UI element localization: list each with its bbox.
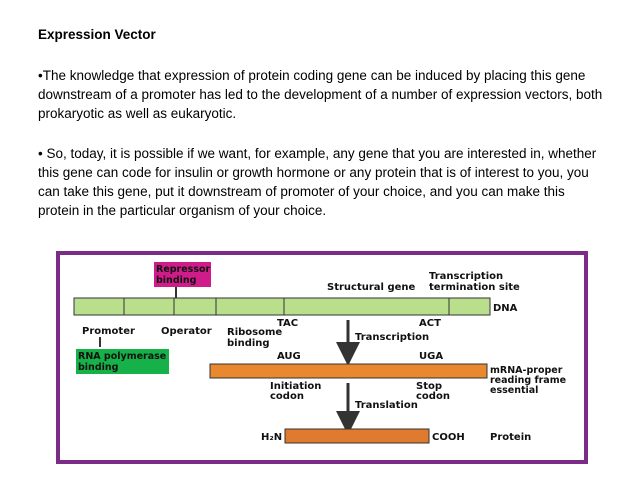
rna-polymerase-binding-box — [76, 349, 169, 374]
slide-title: Expression Vector — [38, 27, 156, 42]
mrna-bar — [209, 363, 488, 379]
mrna-note-label: mRNA-proper reading frame essential — [490, 365, 569, 396]
dna-label: DNA — [493, 303, 518, 314]
protein-label: Protein — [490, 432, 531, 443]
promoter-label: Promoter — [82, 326, 135, 337]
uga-label: UGA — [419, 351, 443, 362]
transcription-label: Transcription — [355, 332, 429, 343]
stop-codon-label: Stop codon — [416, 381, 450, 402]
ribosome-binding-label: Ribosome binding — [227, 327, 286, 349]
gene-expression-diagram: Repressor binding Structural gene Transc… — [56, 251, 588, 464]
structural-gene-label: Structural gene — [327, 282, 416, 293]
protein-bar — [284, 428, 430, 444]
repressor-binding-label: Repressor binding — [156, 264, 214, 286]
act-label: ACT — [419, 318, 441, 329]
initiation-codon-label: Initiation codon — [270, 381, 325, 402]
dna-bar — [73, 297, 491, 316]
operator-label: Operator — [161, 326, 212, 337]
tac-label: TAC — [277, 318, 298, 329]
h2n-label: H₂N — [261, 432, 282, 443]
transcription-termination-label: Transcription termination site — [429, 271, 520, 293]
paragraph-1: •The knowledge that expression of protei… — [38, 68, 603, 121]
dna-segment-dividers — [123, 298, 450, 315]
aug-label: AUG — [277, 351, 301, 362]
translation-label: Translation — [355, 400, 418, 411]
repressor-binding-box — [154, 262, 211, 287]
rna-polymerase-binding-label: RNA polymerase binding — [78, 351, 170, 373]
paragraph-2: • So, today, it is possible if we want, … — [38, 146, 597, 218]
cooh-label: COOH — [432, 432, 465, 443]
